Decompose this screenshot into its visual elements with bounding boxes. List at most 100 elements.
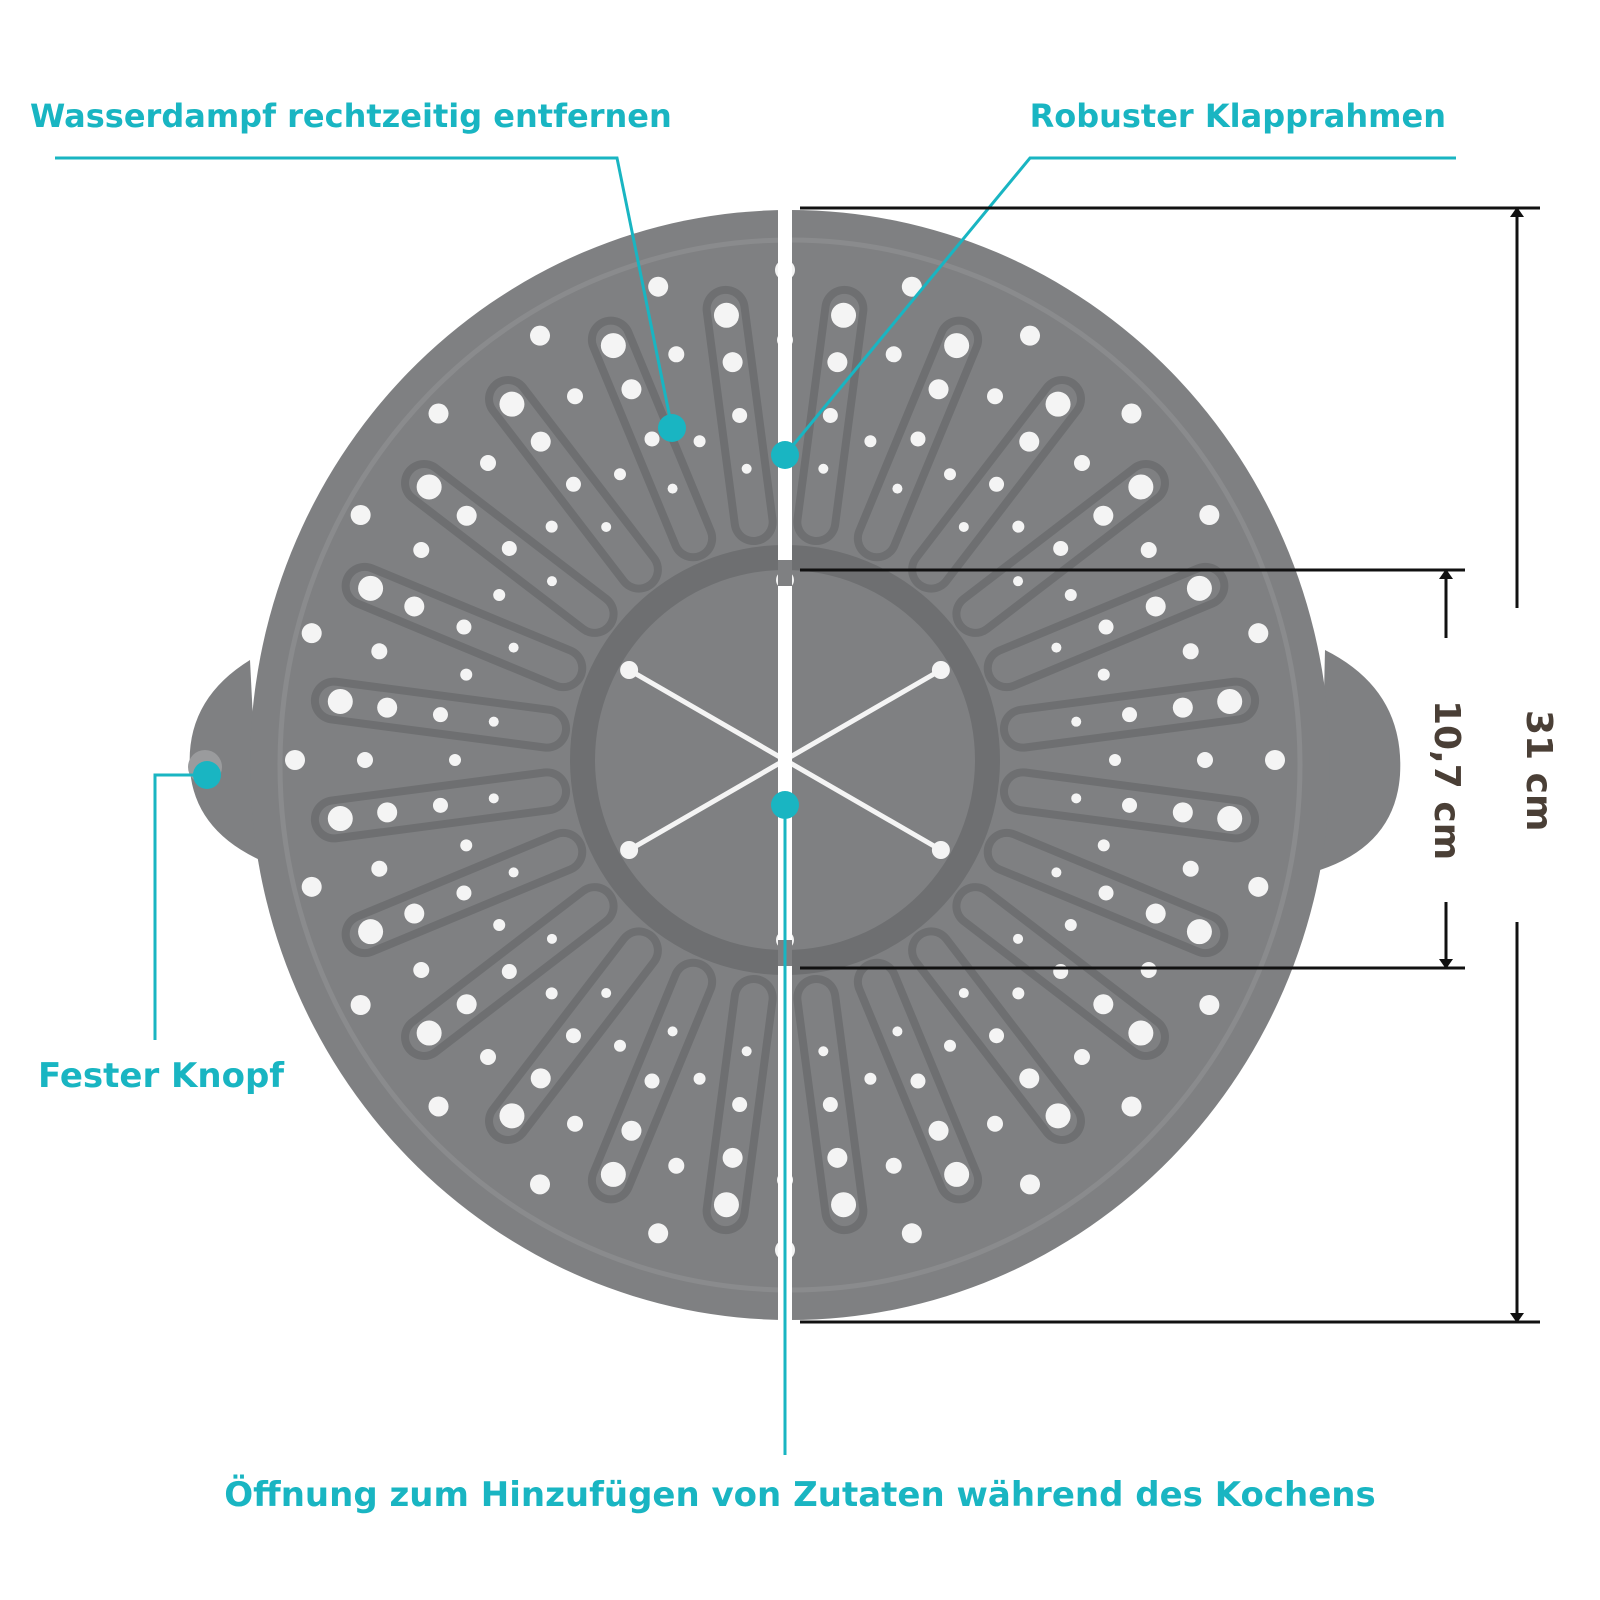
vent-hole bbox=[944, 1039, 956, 1052]
vent-hole bbox=[667, 1026, 678, 1037]
vent-hole bbox=[732, 1097, 748, 1113]
knob-callout-dot bbox=[193, 761, 221, 789]
vent-hole bbox=[357, 752, 373, 768]
vent-hole bbox=[1012, 987, 1025, 1000]
vent-hole bbox=[614, 1039, 626, 1052]
spoke-end bbox=[620, 841, 639, 859]
vent-hole bbox=[350, 995, 371, 1015]
vent-hole bbox=[1071, 716, 1082, 727]
vent-hole bbox=[944, 468, 956, 481]
spoke bbox=[627, 757, 787, 853]
knob-tab bbox=[189, 660, 260, 860]
vent-hole bbox=[668, 346, 685, 363]
splatter-lid bbox=[188, 205, 1401, 1320]
vent-hole bbox=[1265, 750, 1285, 770]
vent-hole bbox=[301, 876, 322, 897]
inner-dimension-label: 10,7 cm bbox=[1426, 700, 1467, 861]
vent-hole bbox=[831, 1192, 857, 1218]
vent-hole bbox=[713, 1192, 739, 1218]
knob-label: Fester Knopf bbox=[38, 1056, 285, 1096]
vent-hole bbox=[644, 1073, 660, 1089]
vent-holes bbox=[285, 260, 1285, 1260]
vent-hole bbox=[989, 476, 1005, 492]
vent-hole bbox=[1064, 589, 1077, 601]
vent-hole bbox=[600, 1161, 626, 1187]
vent-hole bbox=[614, 468, 626, 481]
callout-dots bbox=[193, 414, 799, 819]
vent-hole bbox=[428, 403, 449, 424]
vent-hole bbox=[1071, 793, 1082, 804]
vent-hole bbox=[508, 867, 519, 878]
vent-hole bbox=[1053, 964, 1069, 980]
vent-hole bbox=[1182, 860, 1199, 877]
vent-hole bbox=[885, 1157, 902, 1174]
vent-hole bbox=[1013, 933, 1024, 944]
vent-hole bbox=[621, 1120, 642, 1141]
vent-hole bbox=[545, 520, 558, 533]
vent-hole bbox=[567, 388, 583, 405]
vent-hole bbox=[741, 1046, 752, 1057]
vent-hole bbox=[693, 435, 706, 448]
vent-hole bbox=[493, 589, 506, 601]
vent-hole bbox=[989, 1028, 1005, 1044]
vent-hole bbox=[1073, 1048, 1090, 1065]
vent-hole bbox=[901, 1223, 922, 1244]
vent-hole bbox=[530, 1174, 550, 1195]
vent-hole bbox=[1128, 474, 1154, 500]
vent-hole bbox=[546, 576, 557, 587]
vent-hole bbox=[1199, 505, 1220, 525]
vent-hole bbox=[350, 505, 371, 525]
vent-hole bbox=[1121, 1096, 1142, 1117]
vent-hole bbox=[928, 1120, 949, 1141]
vent-hole bbox=[488, 793, 499, 804]
vent-hole bbox=[449, 754, 461, 766]
spoke bbox=[627, 667, 787, 763]
vent-hole bbox=[301, 623, 322, 644]
vent-hole bbox=[958, 988, 969, 999]
vent-hole bbox=[371, 860, 388, 877]
vent-hole bbox=[1019, 431, 1040, 452]
vent-hole bbox=[488, 716, 499, 727]
vent-hole bbox=[1097, 839, 1110, 852]
vent-hole bbox=[1053, 540, 1069, 556]
vent-hole bbox=[1140, 962, 1157, 978]
vent-hole bbox=[371, 643, 388, 660]
spoke-end bbox=[620, 661, 639, 679]
vent-hole bbox=[1182, 643, 1199, 660]
vent-hole bbox=[1145, 596, 1166, 617]
vent-hole bbox=[601, 988, 612, 999]
vent-hole bbox=[722, 1147, 743, 1168]
vent-hole bbox=[1012, 520, 1025, 533]
vent-hole bbox=[530, 325, 550, 346]
vent-hole bbox=[1121, 403, 1142, 424]
vent-hole bbox=[1093, 994, 1114, 1015]
vent-hole bbox=[1045, 391, 1071, 417]
vent-hole bbox=[722, 352, 743, 373]
vent-hole bbox=[1217, 806, 1243, 832]
vent-hole bbox=[944, 1161, 970, 1187]
vent-hole bbox=[456, 505, 477, 526]
spoke bbox=[783, 757, 943, 853]
vent-hole bbox=[1073, 455, 1090, 472]
vent-hole bbox=[565, 476, 581, 492]
vent-hole bbox=[987, 388, 1003, 405]
vent-hole bbox=[327, 688, 353, 714]
vent-hole bbox=[1128, 1020, 1154, 1046]
vent-hole bbox=[601, 521, 612, 532]
frame-label: Robuster Klapprahmen bbox=[1029, 97, 1446, 135]
vent-hole bbox=[432, 707, 448, 723]
vent-hole bbox=[901, 276, 922, 297]
vent-hole bbox=[1122, 707, 1138, 723]
vent-hole bbox=[1186, 919, 1212, 945]
spoke-end bbox=[931, 661, 950, 679]
vent-hole bbox=[460, 668, 473, 681]
vent-hole bbox=[864, 435, 877, 448]
vent-hole bbox=[1248, 623, 1269, 644]
vent-hole bbox=[456, 994, 477, 1015]
vent-hole bbox=[493, 919, 506, 931]
vent-hole bbox=[285, 750, 305, 770]
vent-hole bbox=[456, 619, 472, 635]
vent-hole bbox=[668, 1157, 685, 1174]
vent-hole bbox=[1098, 885, 1114, 901]
vent-hole bbox=[1217, 688, 1243, 714]
